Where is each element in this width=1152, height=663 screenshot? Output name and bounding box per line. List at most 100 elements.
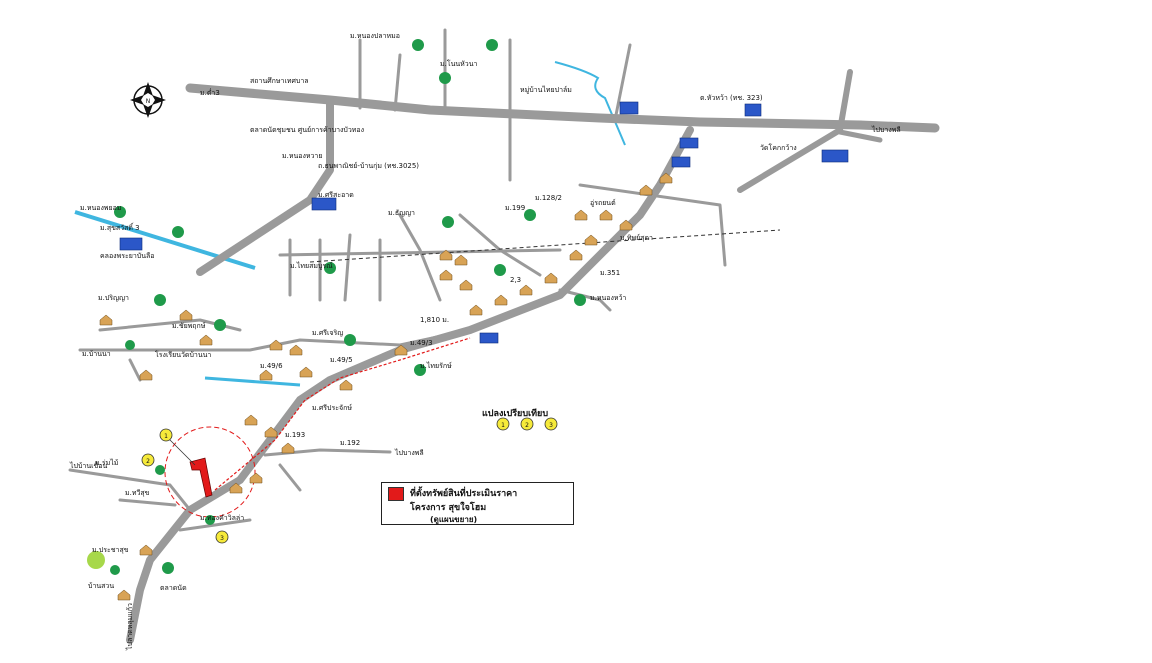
comparable-marker-2 — [141, 453, 155, 467]
distance-label: 1,810 ม. — [420, 316, 449, 324]
label-moo-right: ต.หัวหว้า (ทช. 323) — [700, 94, 763, 102]
subject-marker-number: 1 — [164, 433, 168, 440]
comparable-legend-1-num: 1 — [501, 422, 505, 429]
label-moo-w9: ม.ศรีประจักษ์ — [312, 404, 352, 412]
label-moo-c1: ม.ธัญญา — [388, 209, 415, 217]
label-moo-w8: ม.ศรีเจริญ — [312, 329, 343, 337]
canal-north — [554, 61, 626, 146]
road-sec-west2 — [98, 318, 242, 332]
road-sec-west — [78, 328, 472, 352]
comparable-legend-3-num: 3 — [549, 422, 553, 429]
compass-icon: N — [130, 82, 166, 118]
label-moo-w3: ม.บ้านนา — [82, 350, 111, 358]
tree-icon — [439, 72, 451, 84]
building-icon — [671, 156, 691, 168]
legend-line-2: โครงการ สุขใจโฮม — [410, 503, 487, 513]
comparable-marker-3-num: 3 — [220, 535, 224, 542]
label-left-road: ไปบ้านเขื่อน — [69, 461, 108, 470]
tree-icon — [442, 216, 454, 228]
road-north-west — [196, 96, 334, 276]
label-moo-mid-1: ม.หนองหวาย — [282, 152, 322, 160]
comparable-legend-2-num: 2 — [525, 422, 529, 429]
comparable-legend-1 — [496, 417, 510, 431]
building-icon — [311, 197, 337, 211]
road-east-branch — [737, 69, 853, 193]
label-moo-c4: อู่รถยนต์ — [590, 199, 616, 207]
label-moo-c2: ม.199 — [505, 204, 525, 212]
road-sec-c1 — [558, 288, 612, 312]
tree-icon — [155, 465, 165, 475]
secondary-roads — [68, 28, 727, 532]
tree-icon — [154, 294, 166, 306]
tree-icon — [172, 226, 184, 238]
label-canal: คลองพระยาบันลือ — [100, 252, 154, 260]
route-number-label: 2,3 — [510, 276, 521, 284]
label-school-top: สถานศึกษาเทศบาล — [250, 76, 309, 85]
comparable-legend-2 — [520, 417, 534, 431]
label-moo-c8: ม.ทิพย์สุดา — [620, 234, 653, 242]
label-moo-top-1: ม.หนองปลาหมอ — [350, 32, 400, 40]
label-moo-w2: ม.ชัยพฤกษ์ — [172, 322, 206, 330]
label-moo-s3: ม.ร่มไม้ — [95, 458, 118, 467]
label-moo-s4: ม.ทวีสุข — [125, 489, 150, 497]
road-sec-7 — [398, 213, 442, 302]
canal-mid — [204, 376, 301, 387]
road-sec-s2 — [278, 463, 302, 492]
label-south-exit: ไปลาดหลุมแก้ว — [125, 603, 134, 651]
label-market: ตลาดนัดชุมชน ศูนย์การค้าบางบัวทอง — [250, 126, 364, 134]
road-sec-s1 — [263, 448, 392, 457]
distance-route — [214, 337, 471, 491]
building-icon — [821, 149, 849, 163]
legend-line-1: ที่ตั้งทรัพย์สินที่ประเมินราคา — [410, 489, 518, 499]
building-icon — [479, 332, 499, 344]
tree-icon — [214, 319, 226, 331]
tree-icon — [524, 209, 536, 221]
tree-icon — [205, 515, 215, 525]
label-moo-w1: ม.ปริญญา — [98, 294, 129, 302]
label-school-w: โรงเรียนวัดบ้านนา — [155, 350, 211, 359]
house-icons — [99, 172, 673, 601]
subject-marker-circle — [159, 428, 173, 442]
road-sec-s5 — [178, 518, 252, 532]
tree-icon — [324, 262, 336, 274]
building-icon — [744, 103, 762, 117]
tree-icon — [344, 334, 356, 346]
label-moo-c5: ม.ไทยสมบูรณ์ — [290, 261, 333, 270]
compass-letter: N — [146, 98, 151, 105]
label-moo-s5: ม.ทองคำวิลล่า — [200, 514, 244, 522]
building-icon — [119, 237, 143, 251]
blue-buildings — [119, 101, 849, 344]
label-vil-1: หมู่บ้านไทยปาล์ม — [520, 85, 572, 94]
label-east-exit: ไปบางพลี — [871, 125, 901, 134]
comparables-legend: แปลงเปรียบเทียบ 1 2 3 — [482, 408, 558, 431]
tree-icon — [110, 565, 120, 575]
road-northern-main — [185, 83, 865, 130]
tree-icon — [574, 294, 586, 306]
legend-swatch — [388, 487, 404, 501]
label-moo-s2: ม.192 — [340, 439, 360, 447]
legend-line-3: (ดูแผนขยาย) — [430, 515, 478, 524]
label-moo-c6: ม.หนองหว้า — [590, 294, 626, 302]
road-sec-w3 — [128, 358, 142, 382]
label-moo-w7: ม.49/6 — [260, 362, 283, 370]
building-icon — [679, 137, 699, 149]
label-moo-left-1: ม.หนองพยอม — [80, 204, 121, 212]
tree-icon — [414, 364, 426, 376]
tree-icon — [486, 39, 498, 51]
main-roads — [126, 69, 940, 644]
road-sec-grid — [288, 233, 382, 302]
label-moo-c3: ม.128/2 — [535, 194, 562, 202]
label-moo-top-2: ม.โนนหัวนา — [440, 59, 477, 68]
tree-icon — [412, 39, 424, 51]
comparables-title: แปลงเปรียบเทียบ — [482, 408, 548, 419]
label-temple: วัดโคกกว้าง — [760, 143, 797, 152]
label-moo-left-2: ม.สุขสวัสดิ์ 3 — [100, 222, 140, 232]
label-right-road: ไปบางพลี — [394, 448, 424, 457]
road-sec-6 — [578, 183, 727, 267]
comparable-legend-3 — [544, 417, 558, 431]
comparable-green-spot — [87, 551, 105, 569]
road-sec-5 — [613, 43, 632, 122]
road-east-exit — [855, 120, 940, 133]
